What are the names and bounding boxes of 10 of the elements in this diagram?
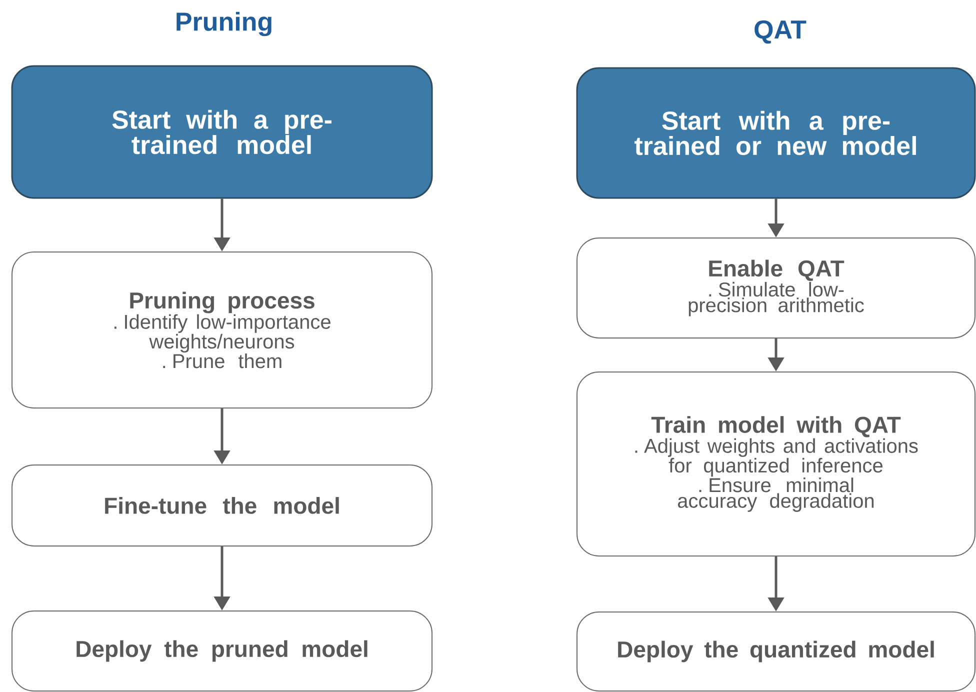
- process-box: Deploy the quantized model: [576, 611, 976, 692]
- column-title: QAT: [754, 20, 806, 44]
- start-box: Start with a pre-trained model: [11, 65, 433, 199]
- process-box: Deploy the pruned model: [12, 610, 432, 692]
- process-box: Train model with QAT . Adjust weights and activations for quantized inference . Ensure minimal accuracy degradation: [576, 371, 976, 556]
- column-title: Pruning: [176, 12, 272, 36]
- process-box: Pruning process . Identify low-importance weights/neurons . Prune them: [12, 251, 432, 408]
- process-box: Enable QAT . Simulate low-precision arithmetic: [576, 237, 976, 338]
- start-box: Start with a pre-trained or new model: [576, 67, 976, 199]
- process-box: Fine-tune the model: [12, 464, 432, 546]
